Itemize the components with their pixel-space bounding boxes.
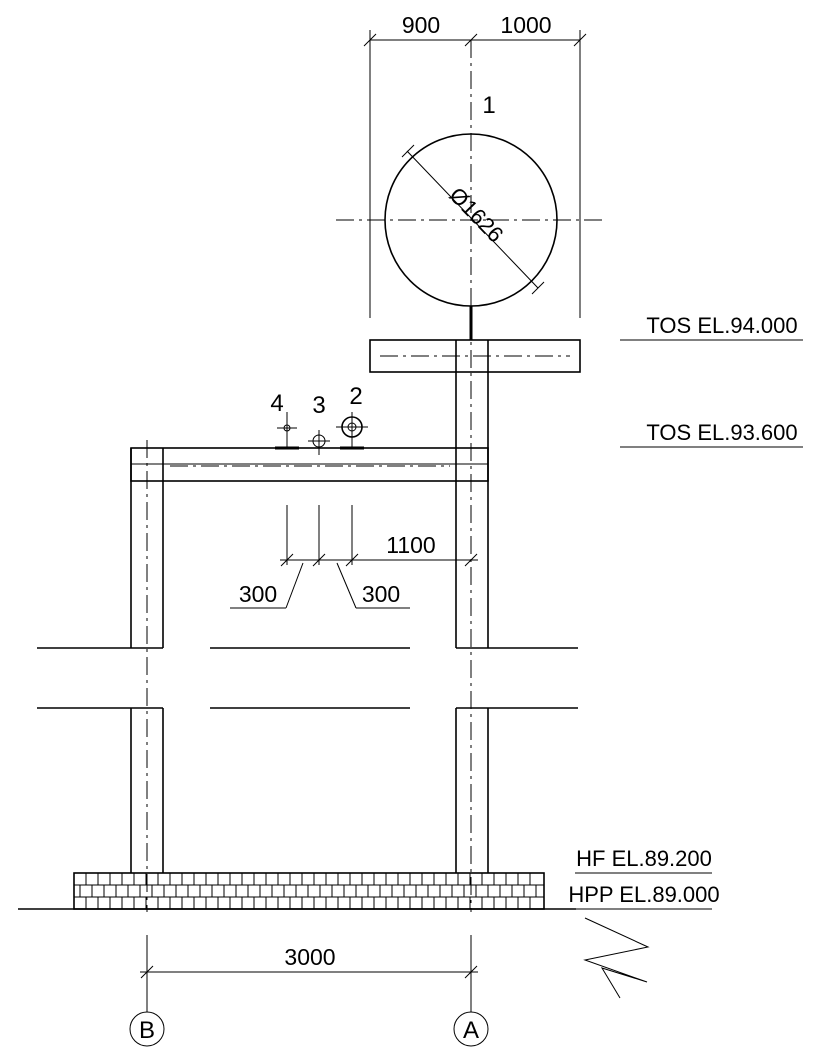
hf-elevation: HF EL.89.200 <box>576 846 712 871</box>
column-a <box>455 340 489 873</box>
dim-3000-label: 3000 <box>284 944 335 970</box>
hpp-elevation: HPP EL.89.000 <box>568 882 719 907</box>
dim-1000-label: 1000 <box>500 12 551 38</box>
dim-300-right-label: 300 <box>362 581 400 607</box>
pipe-3-label: 3 <box>312 392 325 419</box>
tos-upper-elevation: TOS EL.94.000 <box>646 313 797 338</box>
earth-break-symbol <box>583 917 650 999</box>
grid-label-b: B <box>139 1017 155 1044</box>
grid-label-a: A <box>463 1017 479 1044</box>
pipe-1 <box>336 133 606 340</box>
dim-300-left-label: 300 <box>239 581 277 607</box>
grid-bubble-b <box>129 1011 165 1047</box>
pipe-2 <box>336 412 368 450</box>
pipe-spacing-dimension <box>230 505 478 609</box>
dim-900-label: 900 <box>402 12 440 38</box>
paving-slab <box>73 872 545 910</box>
dim-1100-label: 1100 <box>386 532 435 558</box>
upper-beam <box>369 339 581 373</box>
pipe-1-label: 1 <box>482 92 495 119</box>
pipe-1-diameter-label: Ø1626 <box>444 182 508 247</box>
top-dimension <box>363 30 587 318</box>
pipe-3 <box>308 430 330 455</box>
pipe-2-label: 2 <box>349 383 362 410</box>
column-b <box>130 448 164 873</box>
pipe-4-label: 4 <box>270 390 283 417</box>
bay-width-dimension <box>140 935 478 1012</box>
tos-lower-elevation: TOS EL.93.600 <box>646 420 797 445</box>
lower-beam <box>130 447 489 482</box>
grid-bubble-a <box>453 1011 489 1047</box>
pipe-4 <box>275 412 299 450</box>
